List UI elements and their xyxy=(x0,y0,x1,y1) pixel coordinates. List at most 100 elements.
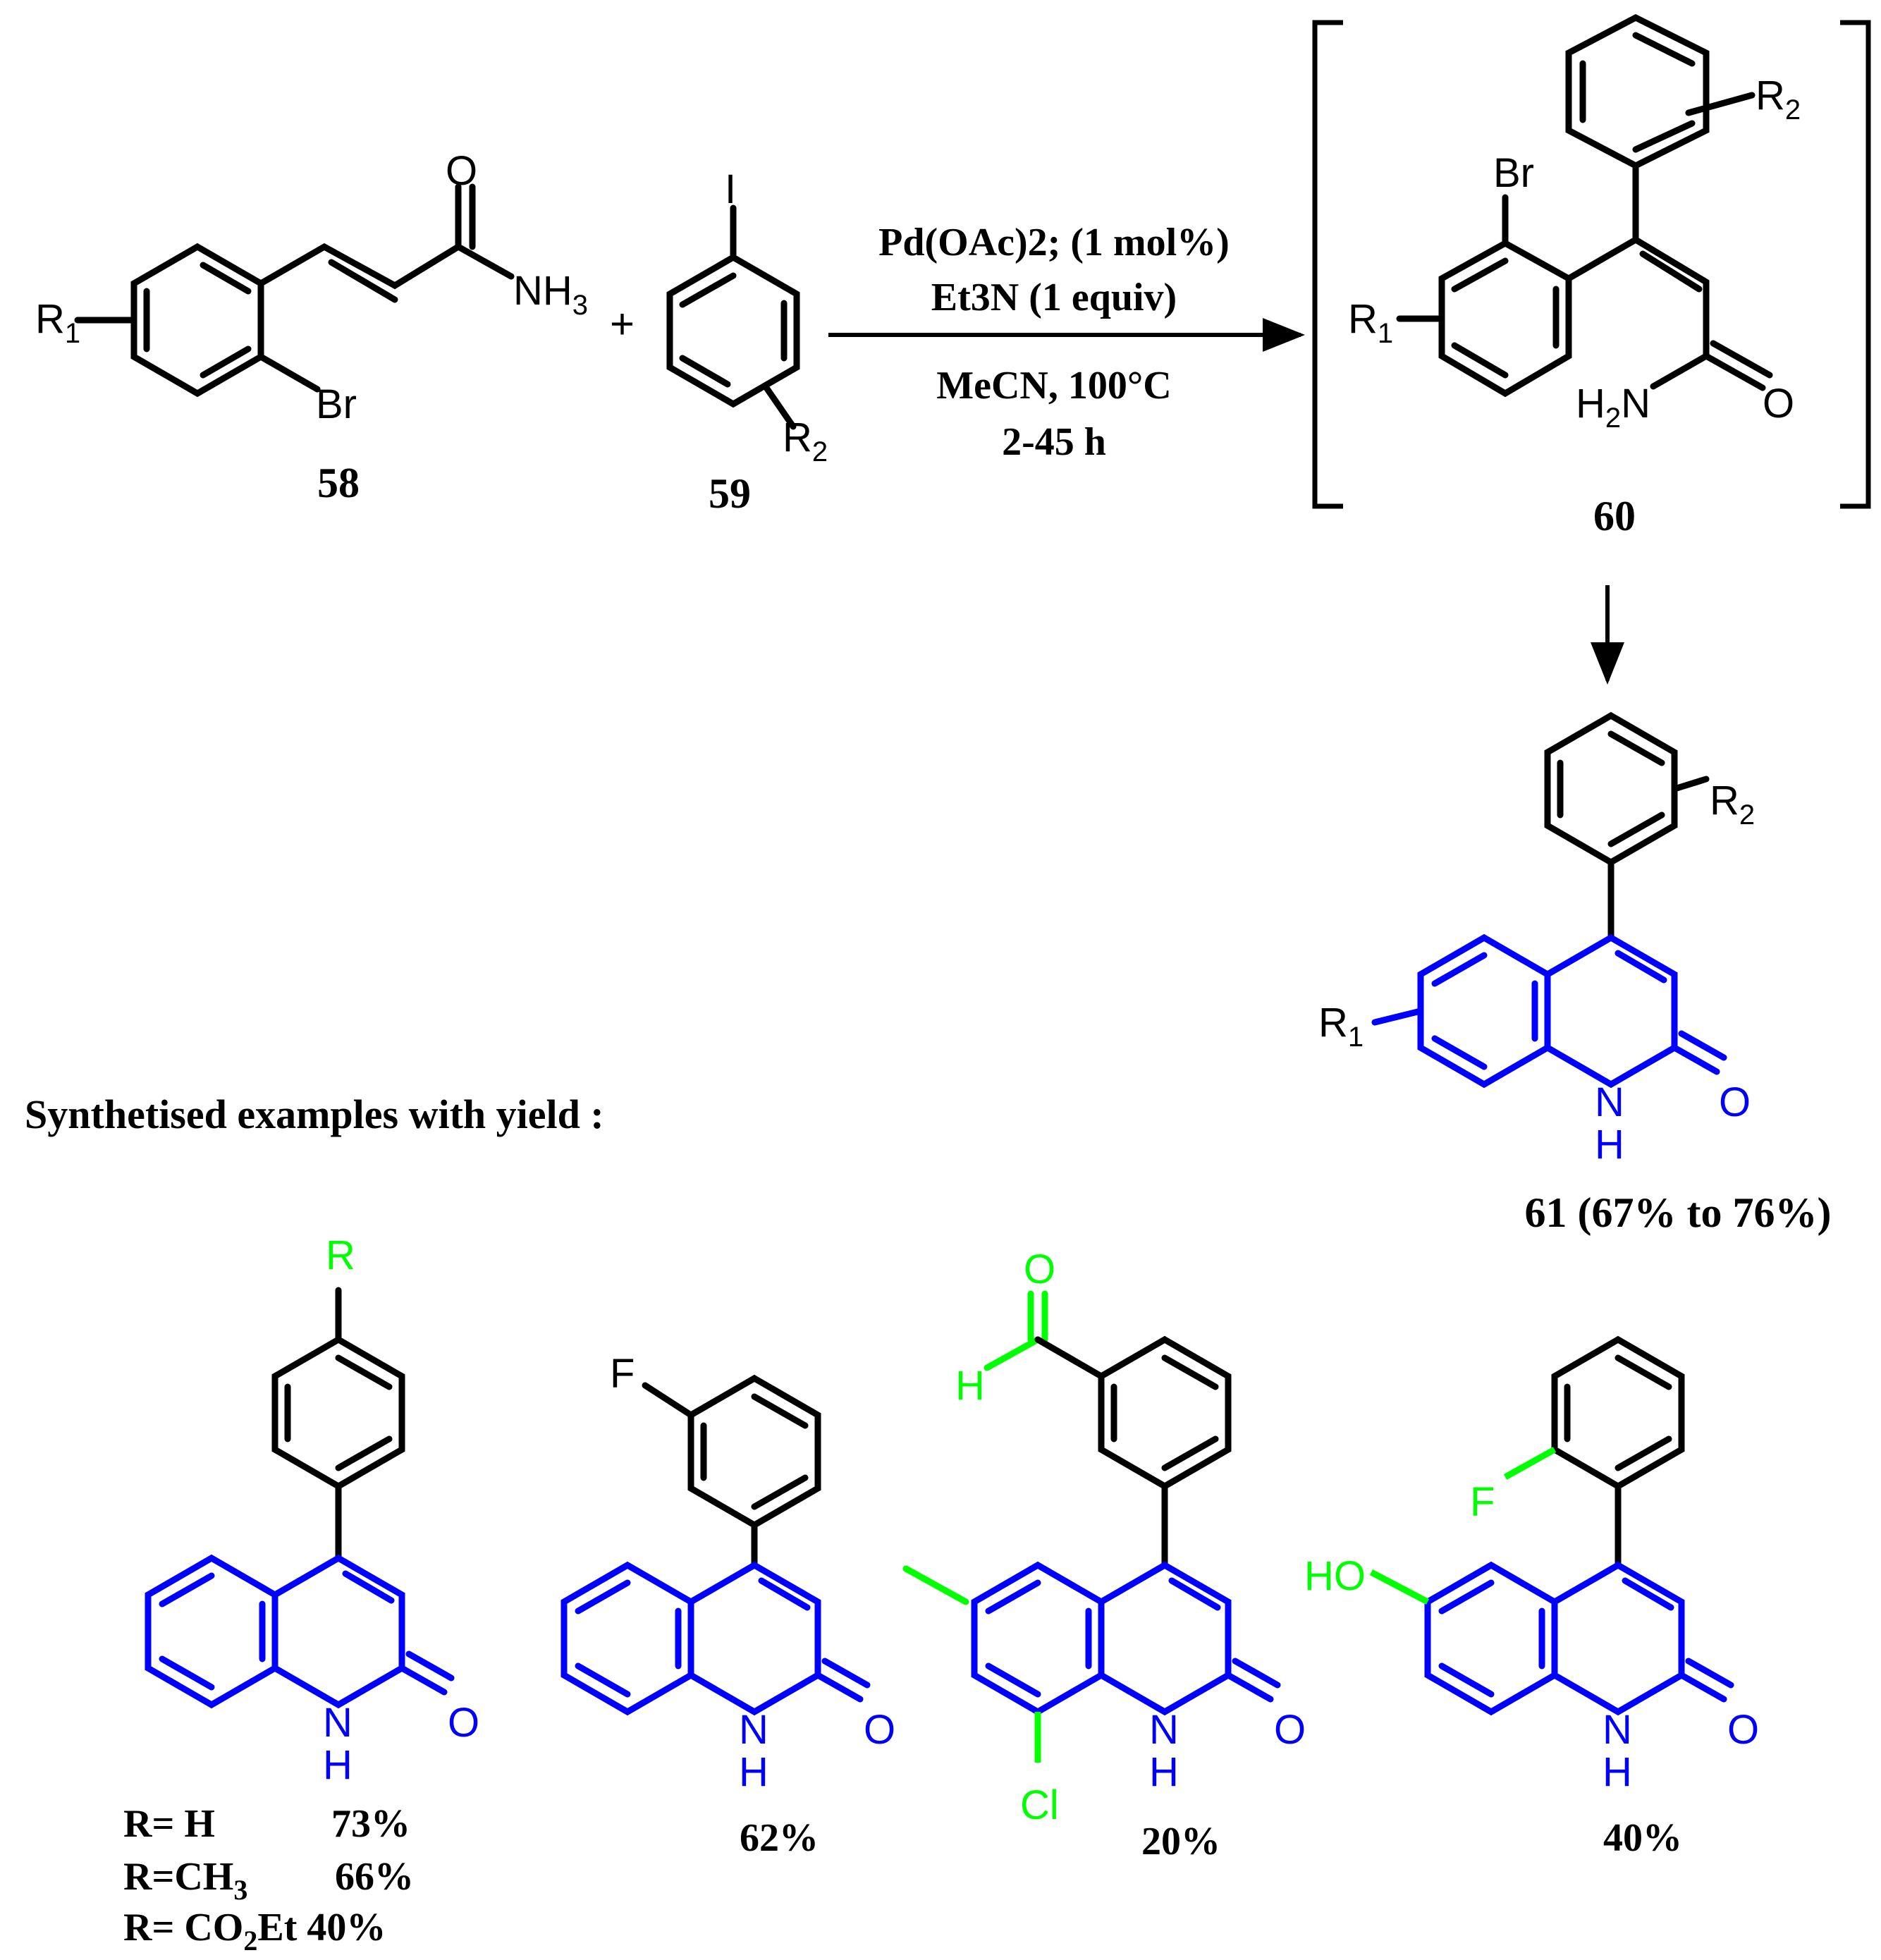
fluoro-bond-ex4 xyxy=(1503,1447,1557,1480)
aromatic-inner-bonds-58 xyxy=(143,262,252,379)
quinolinone-outer-ex2 xyxy=(560,1561,821,1716)
top-phenyl-ring-60 xyxy=(1565,13,1710,170)
product-61-quinolinone xyxy=(1371,933,1727,1089)
r1-bond-61 xyxy=(1371,1007,1424,1026)
product-61-labels: R2 R1 N H O 61 (67% to 76%) xyxy=(1318,778,1831,1236)
svg-text:R2: R2 xyxy=(783,415,828,467)
compound-59 xyxy=(666,204,800,430)
svg-text:R2: R2 xyxy=(1710,778,1755,831)
svg-text:R1: R1 xyxy=(1348,296,1393,349)
phenyl-inner-ex3 xyxy=(1110,1354,1219,1471)
compound-label-61: 61 (67% to 76%) xyxy=(1525,1189,1832,1236)
fluoro-label-ex2: F xyxy=(610,1351,635,1397)
carbonyl-bonds-ex3 xyxy=(1225,1658,1281,1703)
yield-row-1-value: 73% xyxy=(331,1802,410,1846)
r1-label-60: R xyxy=(1348,296,1378,342)
oxygen-label-58: O xyxy=(446,148,477,194)
reaction-conditions: Pd(OAc)2; (1 mol%) Et3N (1 equiv) MeCN, … xyxy=(878,221,1230,464)
oxygen-label-60: O xyxy=(1763,381,1794,427)
carbonyl-bonds-ex2 xyxy=(814,1658,871,1703)
oxygen-label-ex1: O xyxy=(448,1700,479,1746)
iodo-label-59: I xyxy=(725,166,736,212)
phenyl-inner-bonds-61 xyxy=(1557,730,1665,847)
compound-label-60: 60 xyxy=(1593,493,1636,539)
br-bond-58 xyxy=(257,353,321,393)
nitrogen-label-ex2: N xyxy=(739,1707,768,1753)
phenyl-ring-ex3 xyxy=(1098,1335,1232,1490)
yield-row-2-r: R=CH xyxy=(123,1855,233,1899)
compound-label-59: 59 xyxy=(709,470,751,517)
oxygen-label-ex2: O xyxy=(864,1707,895,1753)
aromatic-inner-bonds-59 xyxy=(679,272,788,388)
aldehyde-link-ex3 xyxy=(1034,1336,1105,1380)
quinolinone-outer-ex1 xyxy=(145,1554,405,1709)
fluoro-label-ex4: F xyxy=(1470,1479,1495,1525)
conditions-catalyst: Pd(OAc)2; (1 mol%) xyxy=(878,221,1230,264)
top-phenyl-inner-bonds-60 xyxy=(1579,32,1696,153)
yield-row-3-r: R= CO xyxy=(123,1906,243,1949)
amide-bonds-60 xyxy=(1650,340,1773,391)
chloro-label-ex3: Cl xyxy=(1020,1782,1059,1828)
nh-hydrogen-label-ex2: H xyxy=(739,1749,768,1795)
svg-text:NH3: NH3 xyxy=(513,268,588,321)
nh-hydrogen-label-ex3: H xyxy=(1149,1749,1179,1795)
intermediate-60-brackets xyxy=(1312,20,1871,509)
carbonyl-bond-58 xyxy=(455,183,476,250)
substituent-label-ex1: R xyxy=(326,1232,355,1278)
left-bracket xyxy=(1312,20,1343,509)
amide-bond-58 xyxy=(455,243,515,280)
nh-hydrogen-label-ex4: H xyxy=(1603,1749,1632,1795)
r2-bond-61 xyxy=(1671,776,1710,792)
svg-text:R2: R2 xyxy=(1756,73,1801,125)
example-1: R N H O R= H 73% R=CH3 66% R= CO2Et 40% xyxy=(123,1232,479,1956)
quinolinone-outer-ex4 xyxy=(1424,1561,1685,1716)
hydroxy-label-ex4: HO xyxy=(1304,1553,1366,1599)
nitrogen-label-ex1: N xyxy=(323,1700,353,1746)
r2-bond-59 xyxy=(761,382,797,430)
benzene-ring-59 xyxy=(666,253,800,408)
aldehyde-carbonyl-bonds-ex3 xyxy=(1027,1290,1048,1343)
r1-label-61: R xyxy=(1318,1000,1348,1046)
plus-sign: + xyxy=(610,300,635,348)
examples-heading: Synthetised examples with yield : xyxy=(25,1091,604,1137)
r2-label-61: R xyxy=(1710,778,1739,823)
example-2: F N H O 62% xyxy=(560,1351,895,1860)
quinolinone-outer-61 xyxy=(1417,933,1678,1089)
right-bracket xyxy=(1840,20,1871,509)
vinyl-chain-58 xyxy=(257,243,462,303)
nitrogen-label-61: N xyxy=(1595,1079,1624,1125)
phenyl-inner-ex1 xyxy=(284,1354,393,1471)
yield-label-ex3: 20% xyxy=(1141,1820,1220,1863)
svg-text:R= CO2Et 40%: R= CO2Et 40% xyxy=(123,1906,386,1956)
methyl-bond-ex3 xyxy=(902,1565,969,1605)
aldehyde-oxygen-label-ex3: O xyxy=(1024,1247,1055,1292)
nitrogen-label-ex4: N xyxy=(1603,1707,1632,1753)
quinolinone-inner-ex2 xyxy=(575,1577,811,1698)
carbonyl-bonds-ex4 xyxy=(1678,1658,1734,1703)
lower-phenyl-inner-bonds-60 xyxy=(1451,257,1560,379)
svg-text:R1: R1 xyxy=(1318,1000,1364,1053)
phenyl-ring-61 xyxy=(1544,711,1678,866)
benzene-ring-58 xyxy=(130,243,264,398)
h2n-label-60: H xyxy=(1576,381,1605,427)
carbonyl-bonds-61 xyxy=(1671,1030,1727,1075)
svg-text:R=CH3: R=CH3 xyxy=(123,1855,247,1906)
yield-label-ex4: 40% xyxy=(1603,1816,1682,1860)
oxygen-label-ex4: O xyxy=(1727,1707,1759,1753)
phenyl-ring-ex2 xyxy=(687,1374,821,1529)
conditions-time: 2-45 h xyxy=(1002,420,1106,464)
phenyl-ring-ex4 xyxy=(1551,1335,1685,1490)
phenyl-inner-ex4 xyxy=(1564,1354,1672,1471)
conditions-base: Et3N (1 equiv) xyxy=(931,276,1177,319)
aldehyde-ch-bond-ex3 xyxy=(984,1336,1041,1371)
br-label-60: Br xyxy=(1493,150,1534,196)
intermediate-60-labels: R2 Br R1 H2N O 60 xyxy=(1348,73,1801,539)
br-label-58: Br xyxy=(316,381,357,427)
nitrogen-label-ex3: N xyxy=(1149,1707,1179,1753)
nh-hydrogen-label-ex1: H xyxy=(323,1742,353,1788)
compound-58 xyxy=(74,183,515,398)
intermediate-60 xyxy=(1396,13,1773,398)
carbonyl-bonds-ex1 xyxy=(398,1650,455,1696)
phenyl-inner-ex2 xyxy=(700,1393,809,1510)
alkene-chain-60 xyxy=(1565,162,1710,360)
